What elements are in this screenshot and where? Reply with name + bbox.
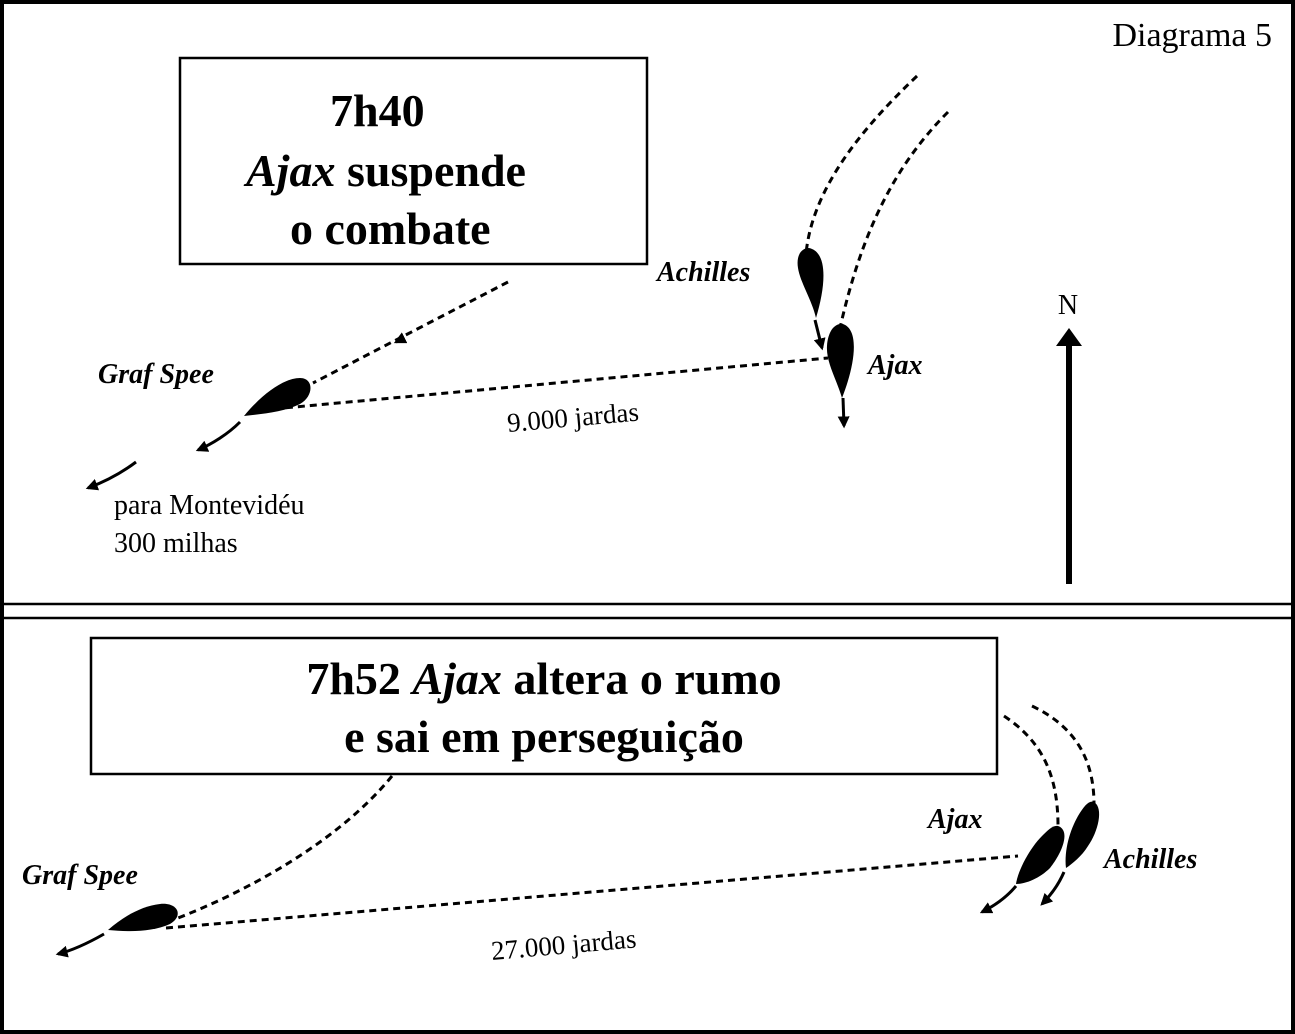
title-top-ship: Ajax	[243, 145, 335, 196]
title-top-line2: Ajax suspende	[243, 145, 526, 196]
ajax-ship-bottom	[1016, 825, 1065, 884]
title-box-top	[178, 56, 649, 266]
title-bottom-line2: e sai em perseguição	[344, 711, 744, 762]
achilles-wake-top	[804, 74, 919, 255]
ajax-label-top: Ajax	[866, 350, 922, 381]
graf-spee-label-bottom: Graf Spee	[22, 860, 138, 891]
north-label: N	[1058, 290, 1078, 321]
panel-top: 7h40 Ajax suspende o combate Achilles Aj…	[85, 56, 1082, 584]
achilles-move-arrow-top	[813, 319, 826, 351]
achilles-label-bottom: Achilles	[1102, 844, 1197, 875]
achilles-ship-bottom	[1065, 801, 1100, 868]
north-arrow-head	[1056, 328, 1082, 346]
graf-spee-wake-bottom	[177, 775, 394, 920]
destination-line1: para Montevidéu	[114, 490, 305, 521]
range-label-bottom: 27.000 jardas	[490, 923, 638, 966]
destination-line2: 300 milhas	[114, 528, 238, 559]
graf-spee-wake-arrow-top	[393, 332, 408, 344]
graf-spee-course-bottom	[55, 932, 105, 958]
title-bottom-line1: 7h52 Ajax altera o rumo	[306, 653, 781, 704]
achilles-move-arrow-bottom	[1040, 871, 1066, 906]
graf-spee-ship-top	[244, 378, 311, 416]
title-bottom-ship: Ajax	[409, 653, 501, 704]
ajax-ship-top	[826, 323, 854, 398]
title-top-line1: 7h40	[330, 85, 425, 136]
title-bottom-rest: altera o rumo	[502, 653, 782, 704]
ajax-label-bottom: Ajax	[926, 804, 982, 835]
title-box-bottom	[89, 636, 999, 776]
achilles-label-top: Achilles	[655, 257, 750, 288]
range-line-top	[261, 356, 829, 412]
panel-bottom: 7h52 Ajax altera o rumo e sai em persegu…	[22, 636, 1197, 966]
ajax-wake-bottom	[1003, 714, 1060, 827]
achilles-wake-bottom	[1031, 704, 1096, 805]
range-line-bottom	[165, 854, 1019, 930]
graf-spee-label-top: Graf Spee	[98, 359, 214, 390]
ajax-move-arrow-bottom	[979, 885, 1018, 914]
diagram-label: Diagrama 5	[1112, 17, 1272, 54]
graf-spee-wake-top	[312, 280, 509, 385]
graf-spee-ship-bottom	[108, 903, 178, 932]
graf-spee-course-top	[195, 420, 242, 452]
ajax-move-arrow-top	[837, 397, 850, 429]
ajax-wake-top	[838, 110, 950, 329]
title-top-rest: suspende	[335, 145, 525, 196]
achilles-ship-top	[797, 248, 824, 318]
graf-spee-course-far-top	[85, 460, 137, 491]
title-top-line3: o combate	[290, 203, 491, 254]
title-bottom-time: 7h52	[306, 653, 412, 704]
range-label-top: 9.000 jardas	[506, 397, 640, 438]
